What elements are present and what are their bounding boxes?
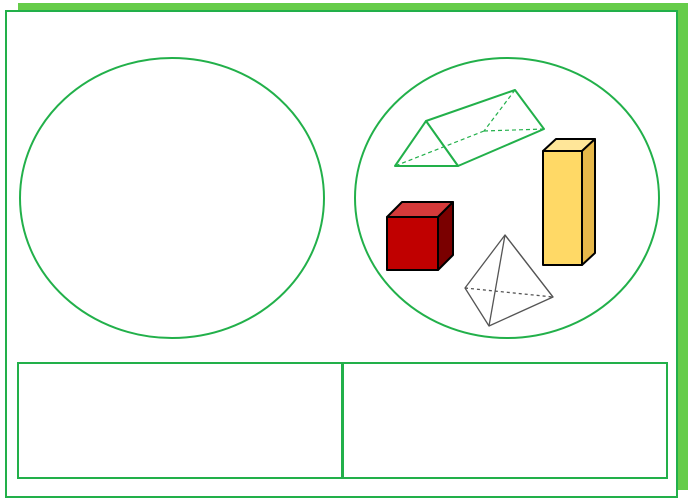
triangular-pyramid-shape[interactable]	[464, 234, 554, 327]
rectangular-prism-shape[interactable]	[542, 138, 596, 266]
triangular-prism-shape[interactable]	[394, 89, 545, 167]
cube-shape[interactable]	[386, 201, 454, 271]
left-sorting-circle[interactable]	[19, 57, 325, 339]
right-sorting-circle[interactable]	[354, 57, 660, 339]
right-answer-box[interactable]	[342, 362, 668, 479]
